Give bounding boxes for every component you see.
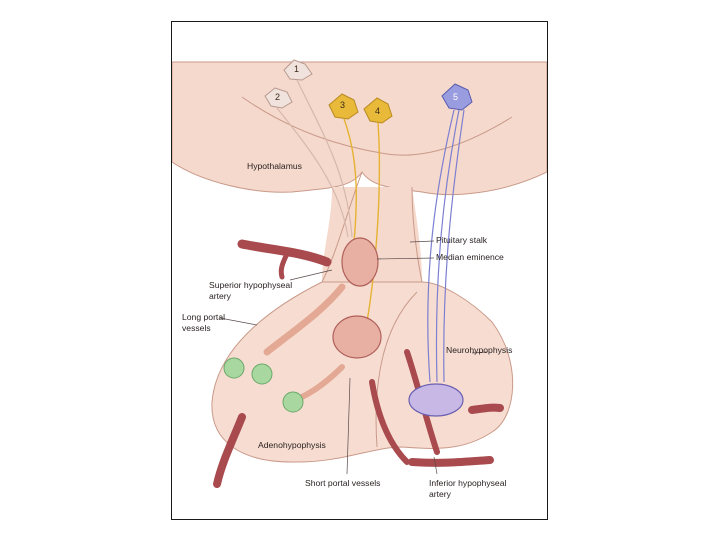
axon-neuron-5c — [443, 109, 465, 383]
neuron-5-body — [441, 83, 473, 111]
stalk-edge-right — [411, 186, 423, 283]
leader-superior-artery — [289, 269, 333, 281]
neuron-1-body — [283, 59, 313, 81]
gland-cell-1 — [223, 357, 245, 379]
axon-neuron-2 — [276, 107, 349, 238]
axon-neuron-1 — [296, 79, 353, 238]
neuron-2-body — [264, 87, 293, 109]
gland-cell-3 — [282, 391, 304, 413]
label-inferior-line1: Inferior hypophyseal — [429, 478, 507, 488]
hypothalamus-ridge — [241, 96, 513, 156]
label-hypothalamus: Hypothalamus — [247, 161, 302, 171]
neuron-2-number: 2 — [275, 92, 281, 102]
superior-hypophyseal-artery — [237, 239, 332, 267]
label-superior-line1: Superior hypophyseal — [209, 280, 293, 290]
leader-neurohypophysis — [471, 351, 488, 354]
long-portal-vessel — [263, 283, 346, 356]
label-long-portal-line2: vessels — [182, 323, 211, 333]
gland-cell-2 — [251, 363, 273, 385]
vessel-down-1 — [369, 379, 410, 465]
neurohypophysis-plexus — [408, 383, 464, 417]
leader-long-portal — [219, 317, 258, 326]
pituitary-illustration — [172, 59, 547, 488]
neuron-1-number: 1 — [294, 64, 300, 74]
stalk-edge-left — [321, 171, 363, 283]
neuron-5-number: 5 — [453, 92, 459, 102]
leader-pituitary-stalk — [409, 240, 435, 243]
artery-branch — [278, 251, 290, 280]
leader-inferior-artery — [433, 456, 438, 475]
neurohypophysis-vessel — [468, 403, 504, 414]
label-adenohypophysis: Adenohypophysis — [258, 440, 326, 450]
inferior-hypophyseal-artery — [408, 456, 494, 467]
neuron-4-body — [363, 97, 393, 124]
axon-neuron-4 — [366, 122, 381, 323]
hypothalamus-tissue — [172, 61, 547, 195]
label-short-portal: Short portal vessels — [305, 478, 381, 488]
lobe-divider — [375, 291, 418, 448]
label-inferior-line2: artery — [429, 489, 451, 499]
trunk-vessel — [213, 413, 246, 488]
axon-neuron-5b — [435, 109, 460, 383]
axon-neuron-3 — [343, 118, 357, 243]
neuron-3-body — [328, 93, 359, 120]
short-portal-vessel — [299, 364, 345, 400]
axon-neuron-5a — [427, 109, 455, 383]
neuron-3-number: 3 — [340, 100, 346, 110]
label-long-portal-line1: Long portal — [182, 312, 226, 322]
adenohypophysis-plexus — [332, 315, 382, 359]
diagram-frame: 1 2 3 4 5 Hypothalamus Pituitary stalk M… — [171, 21, 548, 520]
leader-short-portal — [346, 377, 351, 475]
median-eminence-plexus — [341, 237, 379, 287]
leader-median-eminence — [376, 257, 435, 260]
label-pituitary-stalk: Pituitary stalk — [436, 235, 488, 245]
label-superior-line2: artery — [209, 291, 231, 301]
neuron-4-number: 4 — [375, 106, 381, 116]
label-neurohypophysis: Neurohypophysis — [446, 345, 513, 355]
label-median-eminence: Median eminence — [436, 252, 504, 262]
